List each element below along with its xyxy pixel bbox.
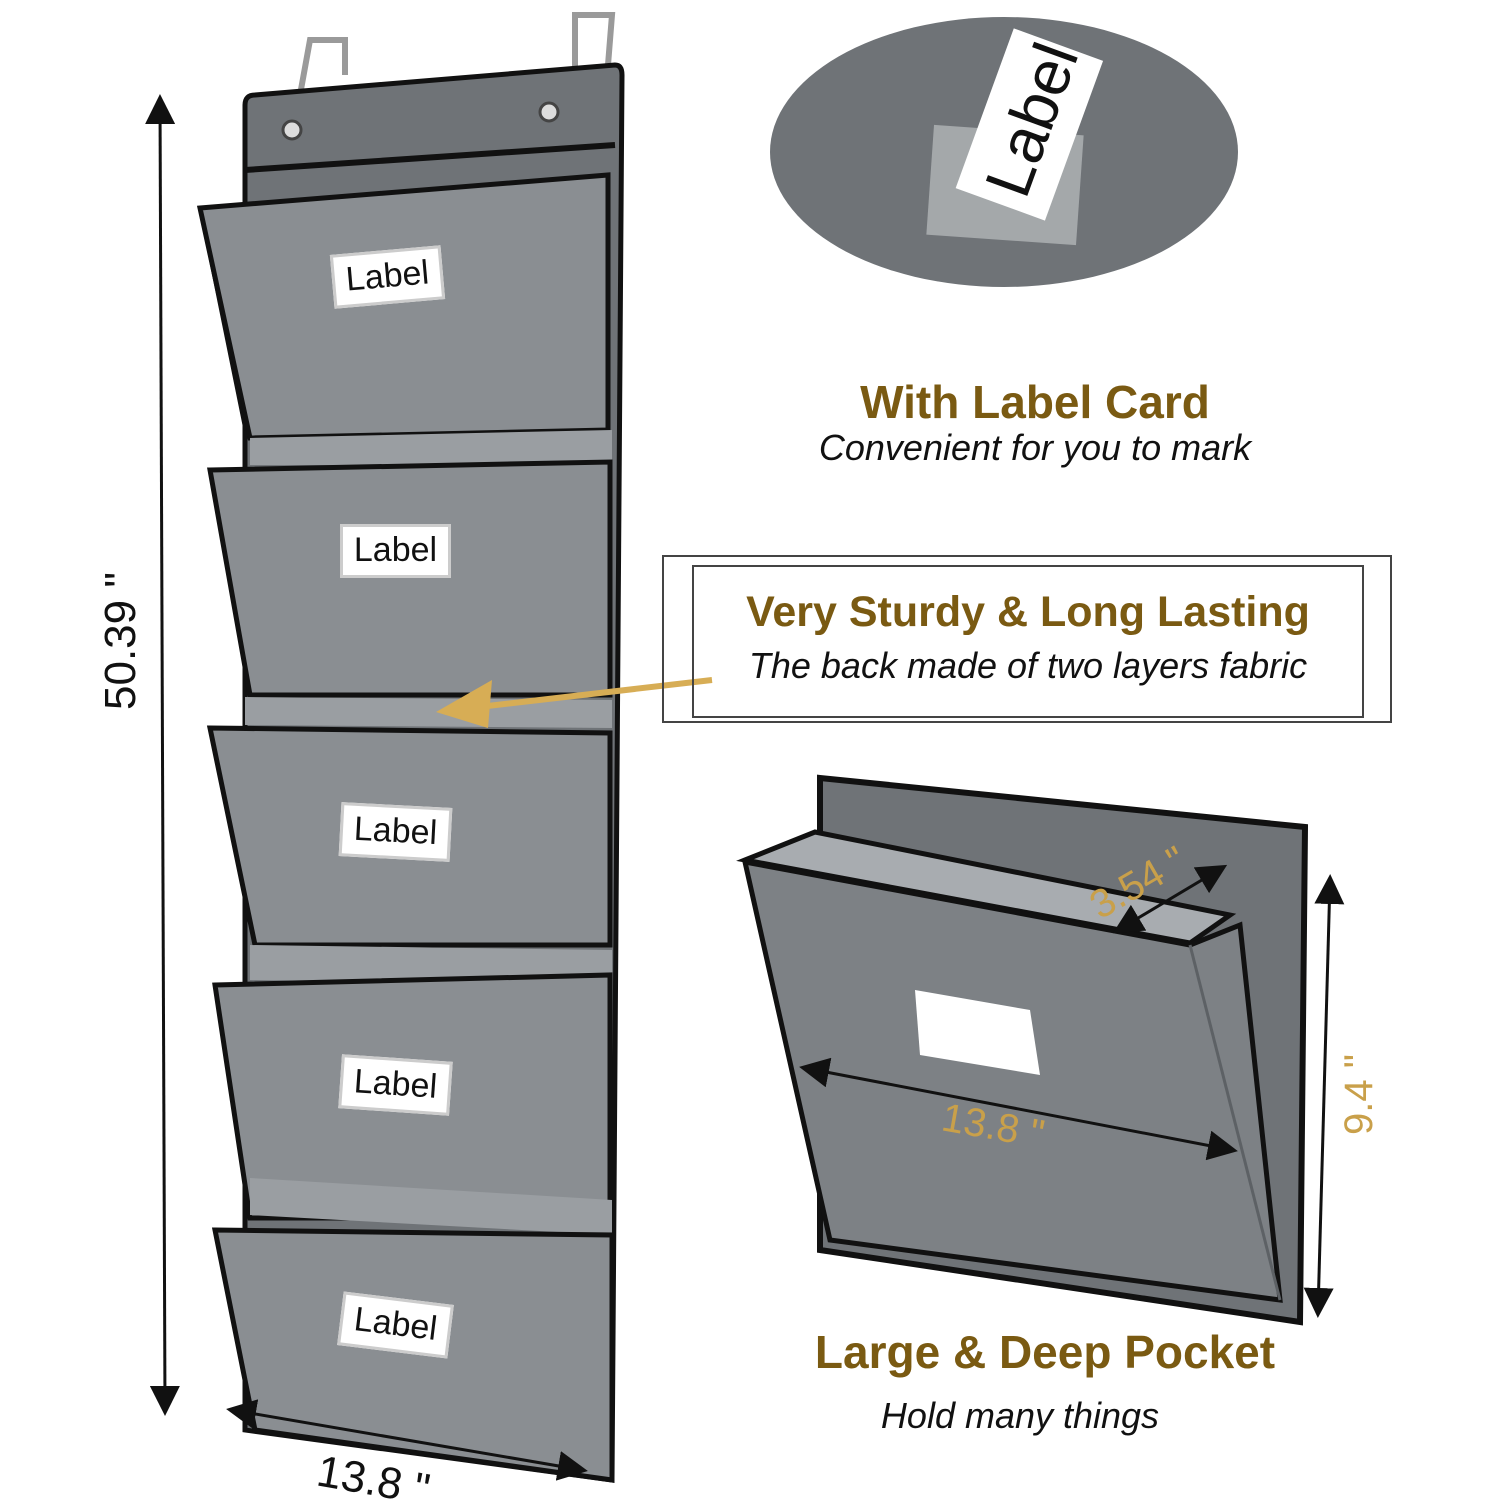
- label-card-closeup: Label: [770, 17, 1238, 287]
- pocket-1: [196, 172, 611, 441]
- door-hook-left: [297, 37, 348, 96]
- grommet: [538, 101, 560, 123]
- pocket-height-line: [1303, 874, 1345, 1318]
- sturdy-callout-frame: [662, 555, 1392, 723]
- pocket-label-2: Label: [340, 524, 451, 578]
- callout-arrow: [436, 677, 713, 728]
- pocket-title: Large & Deep Pocket: [814, 1326, 1276, 1378]
- organizer-height-dimension: 50.39 ": [96, 572, 145, 710]
- grommet: [281, 119, 303, 141]
- width-dimension-line: [226, 1399, 588, 1481]
- height-dimension-line: [145, 94, 180, 1416]
- sturdy-subtitle: The back made of two layers fabric: [748, 645, 1308, 686]
- pocket-detail-illustration: [736, 774, 1309, 1326]
- door-hook-right: [572, 12, 616, 91]
- label-window: [915, 990, 1040, 1075]
- pocket-label-4: Label: [338, 1054, 453, 1116]
- sturdy-callout-inner-frame: [692, 565, 1364, 718]
- label-card-subtitle: Convenient for you to mark: [818, 427, 1252, 468]
- pocket-label-1: Label: [329, 245, 446, 309]
- sturdy-title: Very Sturdy & Long Lasting: [746, 588, 1310, 636]
- pocket-label-3: Label: [338, 802, 453, 862]
- pocket-subtitle: Hold many things: [880, 1395, 1160, 1436]
- pocket-height-dimension: 9.4 ": [1337, 1054, 1381, 1135]
- pocket-depth-line: [1112, 864, 1228, 934]
- pocket-width-line: [799, 1057, 1238, 1161]
- label-card-title: With Label Card: [860, 376, 1210, 428]
- pocket-2: [207, 430, 613, 698]
